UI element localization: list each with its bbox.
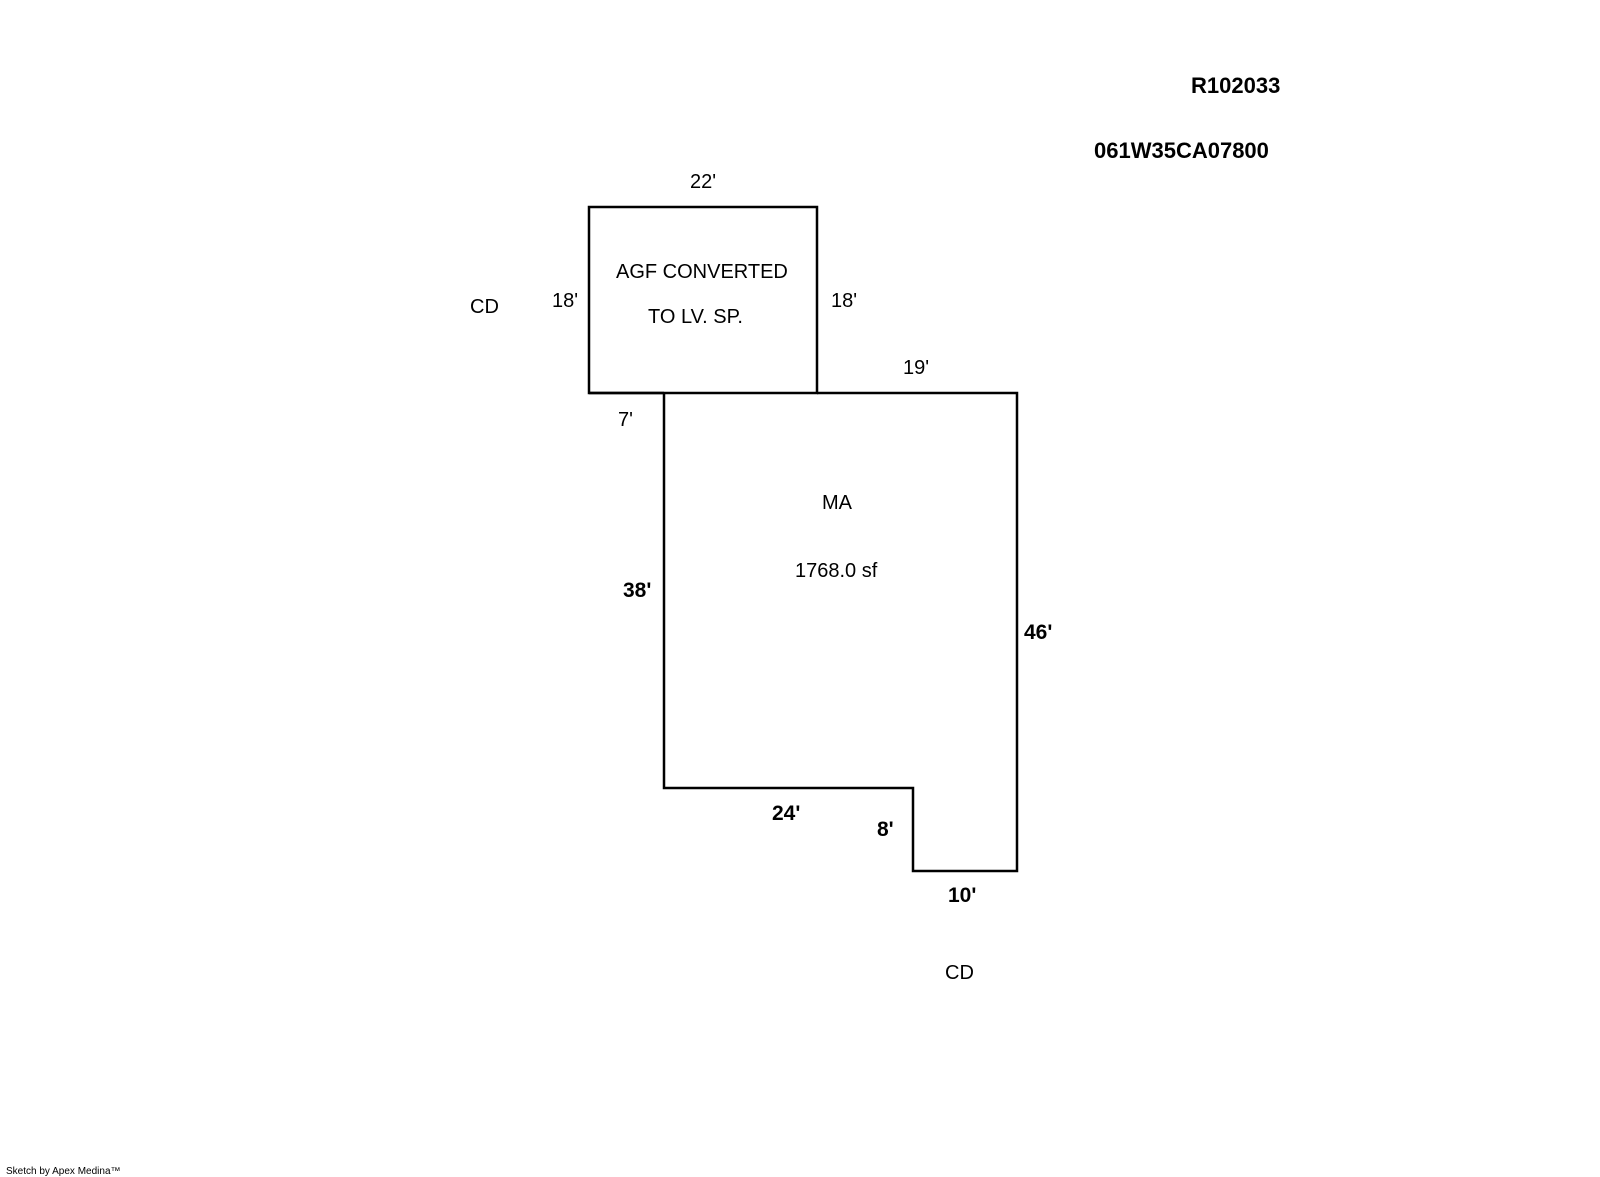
agf-converted-outline	[587, 205, 819, 395]
main-area-size: 1768.0 sf	[795, 560, 878, 582]
area-label-line1: AGF CONVERTED	[616, 261, 788, 283]
dim-notch-vertical: 8'	[877, 818, 894, 841]
map-tax-lot: 061W35CA07800	[1094, 138, 1269, 163]
main-area-code: MA	[822, 492, 852, 514]
dim-main-bottom: 24'	[772, 802, 801, 825]
dim-upper-right: 18'	[831, 290, 858, 312]
dim-notch-bottom: 10'	[948, 884, 977, 907]
sketch-credit: Sketch by Apex Medina™	[6, 1166, 121, 1177]
dim-main-right: 46'	[1024, 621, 1053, 644]
cd-left: CD	[470, 296, 499, 318]
dim-main-left: 38'	[623, 579, 652, 602]
dim-upper-left: 18'	[552, 290, 579, 312]
dim-left-offset: 7'	[618, 409, 633, 431]
area-label-line2: TO LV. SP.	[648, 306, 743, 328]
cd-bottom: CD	[945, 962, 974, 984]
main-area-outline	[662, 391, 1019, 873]
dim-main-top-right: 19'	[903, 357, 930, 379]
account-id: R102033	[1191, 73, 1281, 98]
dim-upper-top: 22'	[690, 171, 717, 193]
